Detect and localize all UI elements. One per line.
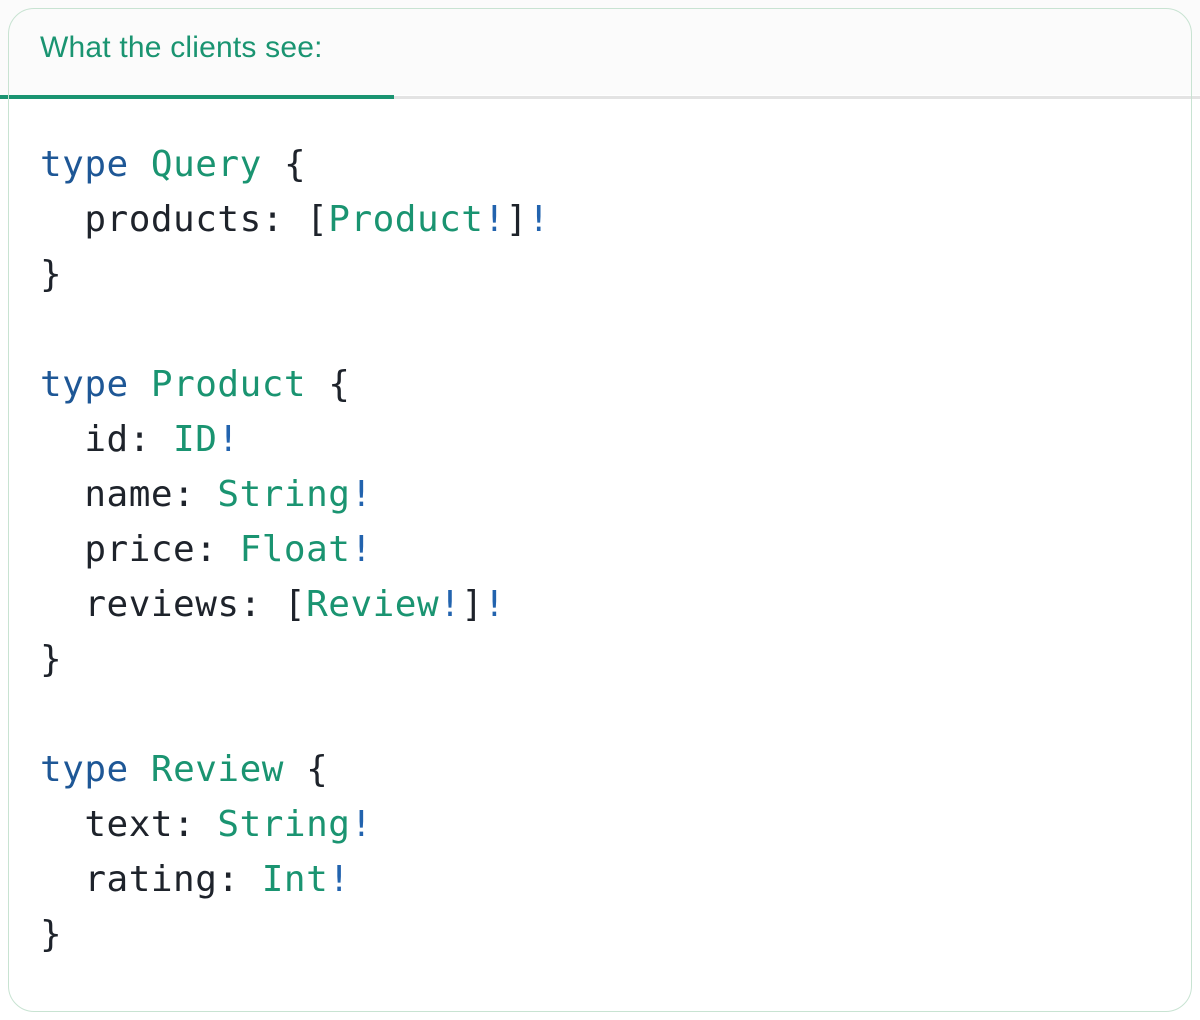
code-token-bang: ! <box>483 584 506 625</box>
code-token-plain: } <box>40 639 63 680</box>
code-token-bang: ! <box>350 474 373 515</box>
code-token-plain <box>129 364 151 405</box>
code-token-plain: ] <box>461 584 484 625</box>
code-token-plain: { <box>261 144 307 185</box>
code-token-plain: id: <box>40 419 174 460</box>
code-token-plain: } <box>40 914 63 955</box>
code-token-keyword: type <box>40 364 129 405</box>
code-token-plain: } <box>40 254 63 295</box>
code-panel-header: What the clients see: <box>0 0 1200 95</box>
code-token-bang: ! <box>350 529 373 570</box>
code-token-typename: Query <box>150 144 262 185</box>
code-line: name: String! <box>40 467 1180 522</box>
code-token-typename: String <box>217 474 351 515</box>
code-token-typename: ID <box>173 419 218 460</box>
code-line: type Query { <box>40 137 1180 192</box>
code-token-plain: price: <box>40 529 240 570</box>
tab-what-clients-see[interactable]: What the clients see: <box>40 30 323 64</box>
code-token-plain: reviews: [ <box>40 584 307 625</box>
code-token-plain: name: <box>40 474 218 515</box>
code-line: price: Float! <box>40 522 1180 577</box>
code-token-bang: ! <box>483 199 506 240</box>
code-token-plain: { <box>306 364 351 405</box>
code-token-keyword: type <box>40 749 129 790</box>
code-token-keyword: type <box>40 144 129 185</box>
code-token-bang: ! <box>439 584 462 625</box>
code-line: } <box>40 247 1180 302</box>
code-token-typename: Review <box>306 584 440 625</box>
code-token-plain: text: <box>40 804 218 845</box>
code-token-typename: Product <box>150 364 307 405</box>
code-token-typename: Product <box>328 199 484 240</box>
code-token-bang: ! <box>350 804 373 845</box>
code-token-typename: Float <box>239 529 351 570</box>
code-line: type Review { <box>40 742 1180 797</box>
code-token-bang: ! <box>527 199 551 240</box>
code-token-plain: ] <box>505 199 528 240</box>
code-token-bang: ! <box>328 859 351 900</box>
code-token-bang: ! <box>217 419 240 460</box>
code-token-plain: products: [ <box>40 199 329 240</box>
code-token-typename: String <box>217 804 351 845</box>
header-divider <box>394 96 1200 99</box>
code-line: reviews: [Review!]! <box>40 577 1180 632</box>
code-token-typename: Review <box>150 749 284 790</box>
code-line <box>40 687 1180 742</box>
active-tab-underline <box>0 95 394 99</box>
code-line: rating: Int! <box>40 852 1180 907</box>
code-token-plain: { <box>283 749 329 790</box>
code-line: products: [Product!]! <box>40 192 1180 247</box>
code-token-plain: rating: <box>40 859 262 900</box>
code-token-typename: Int <box>261 859 329 900</box>
code-line <box>40 302 1180 357</box>
code-line: type Product { <box>40 357 1180 412</box>
code-line: text: String! <box>40 797 1180 852</box>
code-line: } <box>40 907 1180 962</box>
code-line: } <box>40 632 1180 687</box>
code-line: id: ID! <box>40 412 1180 467</box>
code-token-plain <box>129 144 151 185</box>
code-token-plain <box>129 749 151 790</box>
code-block: type Query { products: [Product!]!} type… <box>40 137 1180 962</box>
